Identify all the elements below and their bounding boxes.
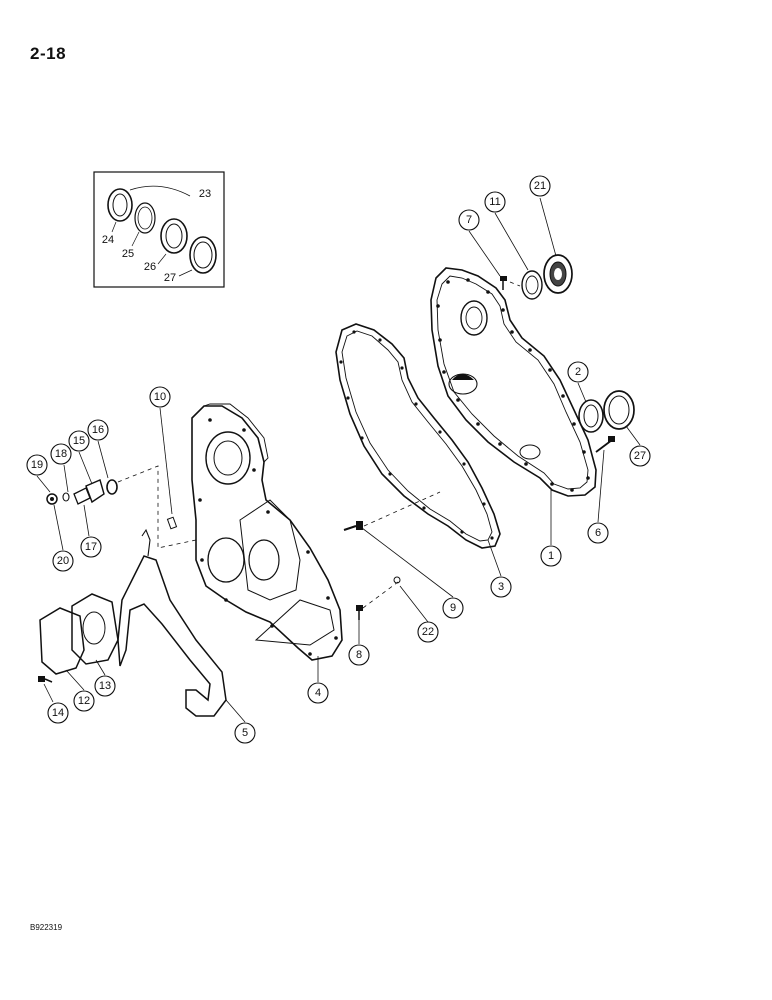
part-seal-11: [521, 270, 543, 300]
inset-label-27: 27: [164, 272, 176, 284]
inset-seal-24: [107, 188, 133, 222]
callout-2: 2: [575, 366, 581, 378]
callout-4: 4: [315, 687, 321, 699]
callout-15: 15: [73, 435, 85, 447]
callout-20: 20: [57, 555, 69, 567]
part-bolt-7: [500, 276, 507, 290]
part-pin-10: [166, 516, 178, 530]
part-bolt-6: [595, 436, 615, 453]
part-gasket: [335, 323, 501, 549]
callout-19: 19: [31, 459, 43, 471]
page-number: 2-18: [30, 44, 67, 63]
callout-14: 14: [52, 707, 64, 719]
callout-10: 10: [154, 391, 166, 403]
callout-5: 5: [242, 727, 248, 739]
callout-3: 3: [498, 581, 504, 593]
part-gear-housing: [191, 403, 343, 661]
figure-id: B922319: [30, 923, 63, 932]
part-seal-21: [543, 254, 573, 294]
inset-label-26: 26: [144, 261, 156, 273]
callout-12: 12: [78, 695, 90, 707]
callout-13: 13: [99, 680, 111, 692]
callout-6: 6: [595, 527, 601, 539]
callouts: [26, 175, 651, 744]
callout-27: 27: [634, 450, 646, 462]
part-bolt-8: [356, 605, 363, 620]
part-cover-bolt: [38, 676, 53, 683]
callout-16: 16: [92, 424, 104, 436]
callout-21: 21: [534, 180, 546, 192]
callout-7: 7: [466, 214, 472, 226]
part-cover-plate: [39, 607, 85, 675]
callout-8: 8: [356, 649, 362, 661]
inset-seal-26: [160, 218, 188, 254]
inset-seal-kit: 23 24 25 26 27: [93, 171, 225, 288]
part-seal-27: [603, 390, 635, 430]
part-accessory-group: [46, 479, 118, 505]
inset-seal-27: [189, 236, 217, 274]
inset-label-25: 25: [122, 248, 134, 260]
callout-9: 9: [450, 602, 456, 614]
callout-labels: 1 2 3 4 5 6 7 8 9 10 11 12 13 14 15 16 1…: [31, 180, 646, 739]
part-gear-cover: [430, 267, 597, 497]
callout-17: 17: [85, 541, 97, 553]
inset-seal-25: [134, 202, 156, 234]
inset-label-24: 24: [102, 234, 114, 246]
part-bolt-9: [343, 521, 363, 531]
part-housing-gasket: [117, 528, 227, 717]
inset-group-label: 23: [199, 188, 211, 200]
callout-1: 1: [548, 550, 554, 562]
part-washer-22: [393, 576, 401, 584]
callout-22: 22: [422, 626, 434, 638]
callout-11: 11: [489, 196, 500, 208]
alignment-lines: [117, 281, 521, 609]
part-cover-gasket: [71, 593, 119, 665]
leader-lines: [36, 197, 641, 723]
part-front-seal: [578, 399, 604, 433]
callout-18: 18: [55, 448, 67, 460]
